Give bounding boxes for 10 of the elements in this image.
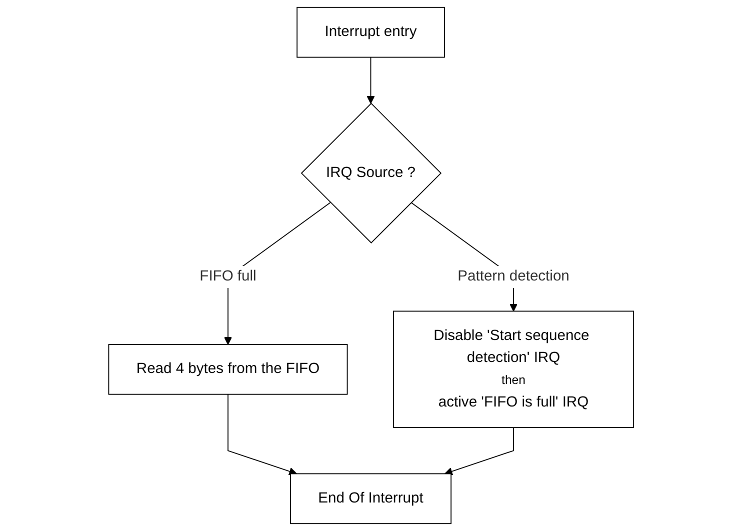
node-diamond: IRQ Source ? [301, 102, 442, 244]
arrow [228, 394, 298, 476]
node-box: Read 4 bytes from the FIFO [108, 344, 348, 395]
arrow [444, 427, 514, 476]
arrow [367, 56, 376, 104]
node-box: Interrupt entry [296, 6, 446, 58]
edge-label: FIFO full [200, 268, 257, 284]
node-box: Disable 'Start sequence detection' IRQ then active 'FIFO is full' IRQ [393, 310, 634, 428]
edge-label: Pattern detection [458, 268, 570, 284]
node-box: End Of Interrupt [290, 473, 452, 524]
